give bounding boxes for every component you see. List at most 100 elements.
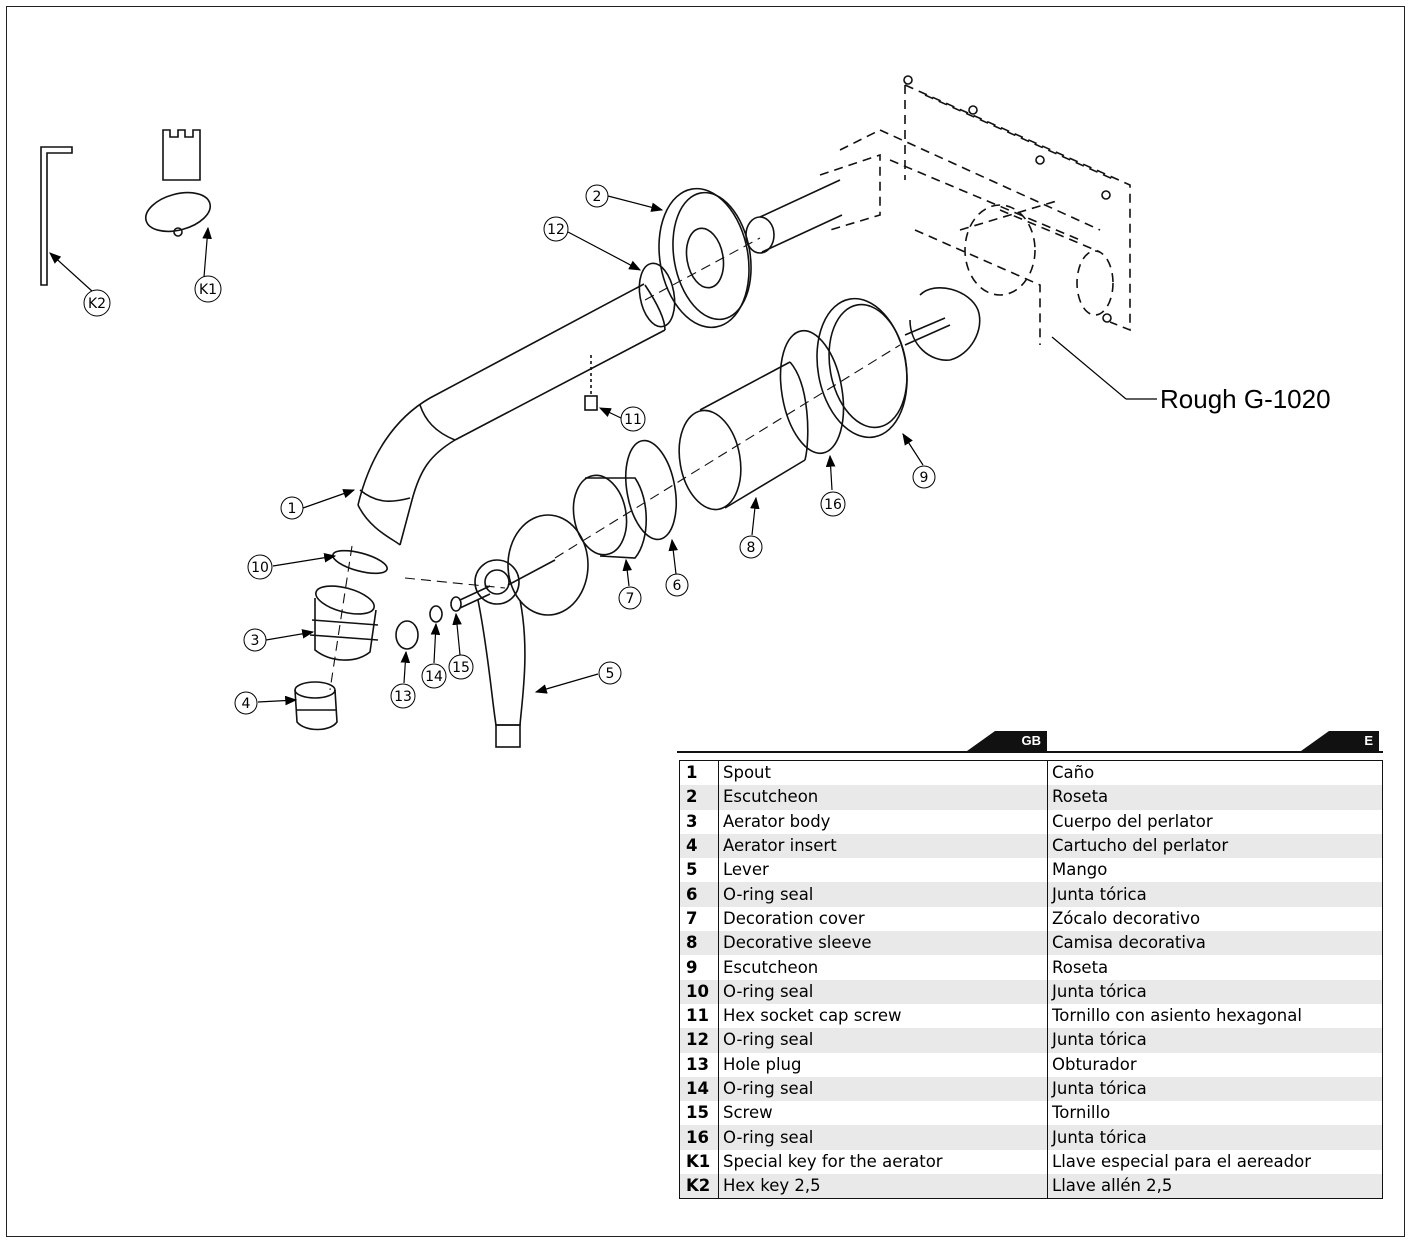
decoration-cover-7 xyxy=(572,474,648,559)
callout-2: 2 xyxy=(585,184,609,208)
part-name-es: Mango xyxy=(1052,860,1108,880)
drawing-frame xyxy=(6,6,1405,1237)
part-name-es: Cartucho del perlator xyxy=(1047,833,1383,859)
callout-16: 16 xyxy=(820,491,846,517)
aerator-body-3 xyxy=(309,585,379,661)
aerator-insert-4 xyxy=(294,681,338,731)
svg-text:4: 4 xyxy=(242,696,251,712)
mounting-holes xyxy=(903,75,1112,323)
svg-text:2: 2 xyxy=(593,189,602,205)
part-name-es: Roseta xyxy=(1047,785,1383,810)
part-name-en: Escutcheon xyxy=(718,955,1048,980)
part-number: 8 xyxy=(679,931,719,956)
part-name-en: Spout xyxy=(718,760,1048,786)
language-tab-gb: GB xyxy=(967,731,1047,751)
callout-1: 1 xyxy=(280,496,304,520)
part-number: 3 xyxy=(679,809,719,834)
part-name-en: Decorative sleeve xyxy=(718,931,1048,956)
language-header: GB E xyxy=(677,727,1383,760)
part-number: 6 xyxy=(679,882,719,907)
part-name-es: Tornillo con asiento hexagonal xyxy=(1052,1006,1302,1026)
part-name-en: O-ring seal xyxy=(718,979,1048,1004)
svg-text:16: 16 xyxy=(824,497,842,513)
part-name-es: Llave especial para el aereador xyxy=(1052,1151,1312,1171)
part-name-es: Zócalo decorativo xyxy=(1052,908,1201,928)
screw-15 xyxy=(450,585,491,612)
part-number: 15 xyxy=(679,1101,719,1126)
svg-text:K2: K2 xyxy=(88,296,106,312)
part-name-en: Aerator body xyxy=(718,809,1048,834)
svg-text:1: 1 xyxy=(288,501,297,517)
callout-13: 13 xyxy=(390,683,416,709)
part-name-en: O-ring seal xyxy=(718,1028,1048,1053)
part-number: 14 xyxy=(679,1076,719,1102)
part-number: 11 xyxy=(679,1003,719,1029)
part-name-en: Hex key 2,5 xyxy=(718,1174,1048,1199)
svg-text:15: 15 xyxy=(452,660,470,676)
part-name-es: Roseta xyxy=(1052,957,1109,977)
language-tab-es: E xyxy=(1301,731,1379,751)
part-name-en: Aerator insert xyxy=(718,833,1048,859)
hole-plug-13 xyxy=(395,620,419,650)
callout-9: 9 xyxy=(912,465,936,489)
decorative-sleeve-8 xyxy=(678,361,809,511)
svg-text:5: 5 xyxy=(606,666,615,682)
escutcheon-lower xyxy=(816,297,908,439)
part-number: 16 xyxy=(679,1125,719,1150)
o-ring-12 xyxy=(638,262,676,328)
callouts: 1 2 3 4 5 6 7 8 9 10 11 12 13 14 15 16 K… xyxy=(83,184,936,715)
part-number: 12 xyxy=(679,1028,719,1053)
part-number: 5 xyxy=(679,858,719,883)
rough-valve-label: Rough G-1020 xyxy=(1160,384,1331,414)
part-name-en: Screw xyxy=(718,1101,1048,1126)
part-number: 1 xyxy=(679,760,719,786)
o-ring-14 xyxy=(429,605,443,623)
callout-11: 11 xyxy=(620,406,646,432)
part-name-en: O-ring seal xyxy=(718,1076,1048,1102)
part-number: 9 xyxy=(679,955,719,980)
hex-screw-11 xyxy=(584,355,598,411)
part-name-en: Hole plug xyxy=(718,1052,1048,1077)
callout-10: 10 xyxy=(247,554,273,580)
callout-k2: K2 xyxy=(83,289,111,317)
lever-5 xyxy=(474,514,589,748)
part-number: 2 xyxy=(679,785,719,810)
part-name-es: Cuerpo del perlator xyxy=(1052,811,1213,831)
part-name-en: Escutcheon xyxy=(718,785,1048,810)
part-name-en: O-ring seal xyxy=(718,882,1048,907)
part-name-en: Lever xyxy=(718,858,1048,883)
rough-valve-body xyxy=(819,84,1131,345)
part-name-es: Llave allén 2,5 xyxy=(1047,1174,1383,1199)
escutcheon-top xyxy=(658,187,752,329)
callout-6: 6 xyxy=(665,573,689,597)
leader-lines xyxy=(49,195,924,706)
part-name-es: Junta tórica xyxy=(1047,979,1383,1004)
part-name-es: Junta tórica xyxy=(1047,1076,1383,1102)
svg-text:12: 12 xyxy=(547,222,565,238)
part-number: K2 xyxy=(679,1174,719,1199)
part-name-en: Decoration cover xyxy=(718,906,1048,932)
part-name-es: Junta tórica xyxy=(1047,882,1383,907)
svg-text:8: 8 xyxy=(747,540,756,556)
language-header-rule xyxy=(677,751,1383,753)
callout-7: 7 xyxy=(618,586,642,610)
svg-text:14: 14 xyxy=(425,669,443,685)
callout-k1: K1 xyxy=(194,275,222,303)
